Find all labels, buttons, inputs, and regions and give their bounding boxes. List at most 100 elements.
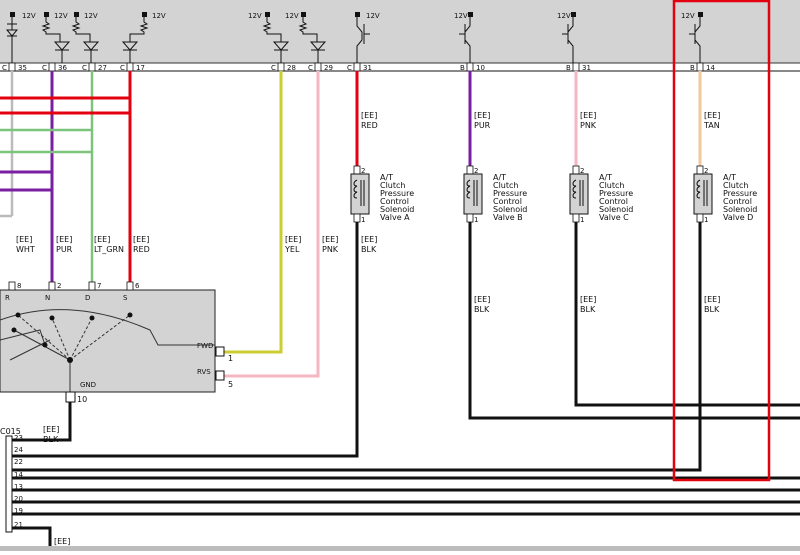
supply-voltage-label: 12V bbox=[248, 12, 262, 20]
wire-label-c015-blk-circuit: [EE] bbox=[43, 425, 59, 434]
wire-label-pur-b-color: PUR bbox=[474, 121, 491, 130]
solenoid-label-line: Clutch bbox=[380, 181, 405, 190]
switch-pin-2: 2N bbox=[45, 281, 61, 302]
switch-pin-number: 7 bbox=[97, 282, 101, 290]
connector-pin-c28: C 28 bbox=[271, 62, 296, 72]
solenoid-label-line: Solenoid bbox=[380, 205, 414, 214]
splice-pin-20: 20 bbox=[14, 495, 23, 503]
wire-label-yel-color: YEL bbox=[284, 245, 300, 254]
solenoid-valve-a: 21A/TClutchPressureControlSolenoidValve … bbox=[350, 165, 414, 224]
splice-pin-13: 13 bbox=[14, 483, 23, 491]
wire-label-pnk-c-circuit: [EE] bbox=[580, 111, 596, 120]
wire-label-blk-c-circuit: [EE] bbox=[580, 295, 596, 304]
solenoid-label-line: Pressure bbox=[723, 189, 757, 198]
switch-fwd-terminal bbox=[215, 346, 225, 357]
wire-label-blk-b-circuit: [EE] bbox=[474, 295, 490, 304]
solenoid-label-line: Valve B bbox=[493, 213, 523, 222]
solenoid-label-line: Valve A bbox=[380, 213, 410, 222]
wire-blk-c bbox=[574, 220, 800, 407]
wire-label-ltgrn-color: LT_GRN bbox=[94, 245, 124, 254]
solenoid-pin-bottom: 1 bbox=[361, 216, 365, 224]
supply-voltage-label: 12V bbox=[557, 12, 571, 20]
connector-pin-number: 29 bbox=[324, 64, 333, 72]
wire-blk-gnd bbox=[12, 402, 72, 442]
connector-pin-number: 17 bbox=[136, 64, 145, 72]
wire-label-blk-c-color: BLK bbox=[580, 305, 596, 314]
connector-letter: C bbox=[2, 64, 7, 72]
switch-position-letter: D bbox=[85, 294, 90, 302]
wire-label-blk-a-color: BLK bbox=[361, 245, 377, 254]
connector-letter: C bbox=[271, 64, 276, 72]
solenoid-label-line: Clutch bbox=[599, 181, 624, 190]
connector-pin-number: 31 bbox=[582, 64, 591, 72]
wire-label-wht-color: WHT bbox=[16, 245, 35, 254]
wire-label-wht-circuit: [EE] bbox=[16, 235, 32, 244]
switch-rvs-terminal bbox=[215, 370, 225, 381]
supply-feed-36: 12V bbox=[41, 12, 71, 63]
solenoid-pin-bottom: 1 bbox=[704, 216, 708, 224]
power-bus-band bbox=[0, 0, 800, 63]
connector-pin-number: 10 bbox=[476, 64, 485, 72]
splice-block bbox=[5, 435, 13, 533]
switch-pin-number: 6 bbox=[135, 282, 140, 290]
switch-pin-6: 6S bbox=[123, 281, 140, 302]
connector-pin-number: 14 bbox=[706, 64, 715, 72]
connector-pin-c17: C 17 bbox=[120, 62, 145, 72]
solenoid-label-line: Control bbox=[380, 197, 409, 206]
switch-pin-8: 8R bbox=[5, 281, 21, 302]
wire-label-ltgrn-circuit: [EE] bbox=[94, 235, 110, 244]
coil-icon bbox=[572, 179, 584, 206]
driver-transistor-b: 12V bbox=[454, 12, 473, 63]
wire-label-pnk-c-color: PNK bbox=[580, 121, 597, 130]
wire-label-tan-d-color: TAN bbox=[703, 121, 720, 130]
connector-letter: B bbox=[690, 64, 695, 72]
driver-transistor-c: 12V bbox=[557, 12, 576, 63]
supply-voltage-label: 12V bbox=[152, 12, 166, 20]
solenoid-label-line: Clutch bbox=[723, 181, 748, 190]
supply-voltage-label: 12V bbox=[454, 12, 468, 20]
connector-letter: C bbox=[347, 64, 352, 72]
wire-label-blk-d-color: BLK bbox=[704, 305, 720, 314]
switch-position-letter: S bbox=[123, 294, 128, 302]
wire-label-red-a-circuit: [EE] bbox=[361, 111, 377, 120]
supply-feed-27: 12V bbox=[71, 12, 100, 63]
switch-position-letter: N bbox=[45, 294, 50, 302]
wire-blk-b bbox=[468, 220, 800, 420]
supply-voltage-label: 12V bbox=[22, 12, 36, 20]
wire-label-blk-b-color: BLK bbox=[474, 305, 490, 314]
connector-letter: C bbox=[42, 64, 47, 72]
wire-label-blk-d-circuit: [EE] bbox=[704, 295, 720, 304]
solenoid-valve-d: 21A/TClutchPressureControlSolenoidValve … bbox=[693, 165, 757, 224]
switch-pin-7: 7D bbox=[85, 281, 101, 302]
solenoid-label-line: Control bbox=[723, 197, 752, 206]
solenoid-label-line: A/T bbox=[493, 173, 506, 182]
coil-icon bbox=[466, 179, 478, 206]
solenoid-body bbox=[693, 173, 713, 215]
wire-label-pnk-rvs-circuit: [EE] bbox=[322, 235, 338, 244]
connector-pin-number: 28 bbox=[287, 64, 296, 72]
switch-position-letter: R bbox=[5, 294, 10, 302]
solenoid-pin-bottom: 1 bbox=[474, 216, 478, 224]
wire-label-red-a-color: RED bbox=[361, 121, 378, 130]
coil-icon bbox=[696, 179, 708, 206]
splice-pin-21: 21 bbox=[14, 521, 23, 529]
supply-feed-29: 12V bbox=[285, 12, 327, 63]
solenoid-label-line: A/T bbox=[380, 173, 393, 182]
solenoid-pin-top: 2 bbox=[704, 167, 708, 175]
supply-voltage-label: 12V bbox=[681, 12, 695, 20]
solenoid-pin-top: 2 bbox=[474, 167, 478, 175]
solenoid-label-line: Control bbox=[493, 197, 522, 206]
wire-blk-a bbox=[12, 220, 359, 458]
connector-pin-b14: B 14 bbox=[690, 62, 715, 72]
solenoid-label-line: Solenoid bbox=[723, 205, 757, 214]
splice-pin-22: 22 bbox=[14, 458, 23, 466]
solenoid-valve-c: 21A/TClutchPressureControlSolenoidValve … bbox=[569, 165, 633, 224]
connector-letter: C bbox=[120, 64, 125, 72]
switch-gnd-pin: 10 bbox=[77, 395, 87, 404]
splice-pin-14: 14 bbox=[14, 471, 23, 479]
driver-transistor-a: 12V bbox=[355, 12, 380, 63]
